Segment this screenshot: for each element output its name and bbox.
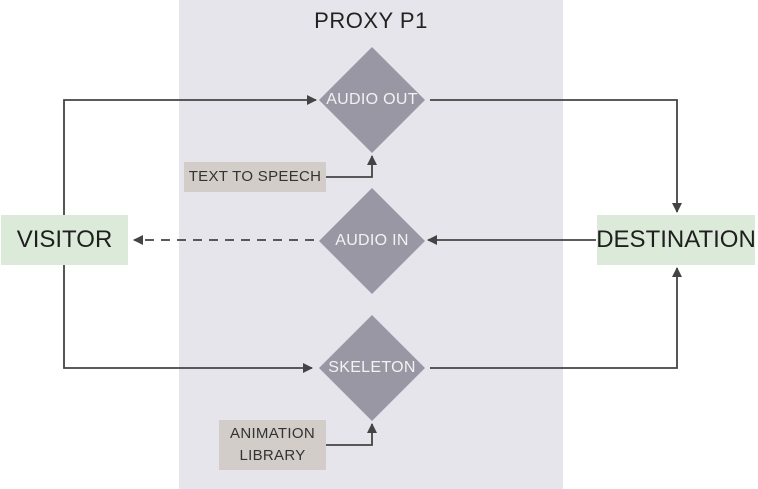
text-to-speech-box: TEXT TO SPEECH: [184, 162, 326, 192]
audio-out-label: AUDIO OUT: [326, 91, 418, 108]
edge-audio-out-to-destination: [430, 99, 682, 213]
audio-in-label: AUDIO IN: [335, 232, 409, 249]
animation-library-label-line2: LIBRARY: [239, 447, 306, 464]
edge-tts-to-audio-out: [326, 155, 377, 178]
skeleton-diamond: [319, 315, 425, 421]
edge-visitor-to-audio-out: [63, 95, 317, 215]
edge-animation-to-skeleton: [326, 423, 377, 446]
edge-skeleton-to-destination: [430, 267, 682, 369]
proxy-title: PROXY P1: [314, 8, 428, 33]
destination-box: DESTINATION: [596, 215, 756, 265]
skeleton-label: SKELETON: [328, 359, 416, 376]
destination-label: DESTINATION: [596, 226, 756, 253]
visitor-label: VISITOR: [16, 226, 113, 253]
animation-library-box: ANIMATION LIBRARY: [219, 420, 326, 470]
text-to-speech-label: TEXT TO SPEECH: [188, 168, 322, 185]
edge-visitor-to-skeleton: [63, 265, 313, 373]
audio-in-diamond: [319, 188, 425, 294]
visitor-box: VISITOR: [1, 215, 128, 265]
animation-library-label-line1: ANIMATION: [230, 425, 315, 442]
audio-out-diamond: [319, 47, 425, 153]
